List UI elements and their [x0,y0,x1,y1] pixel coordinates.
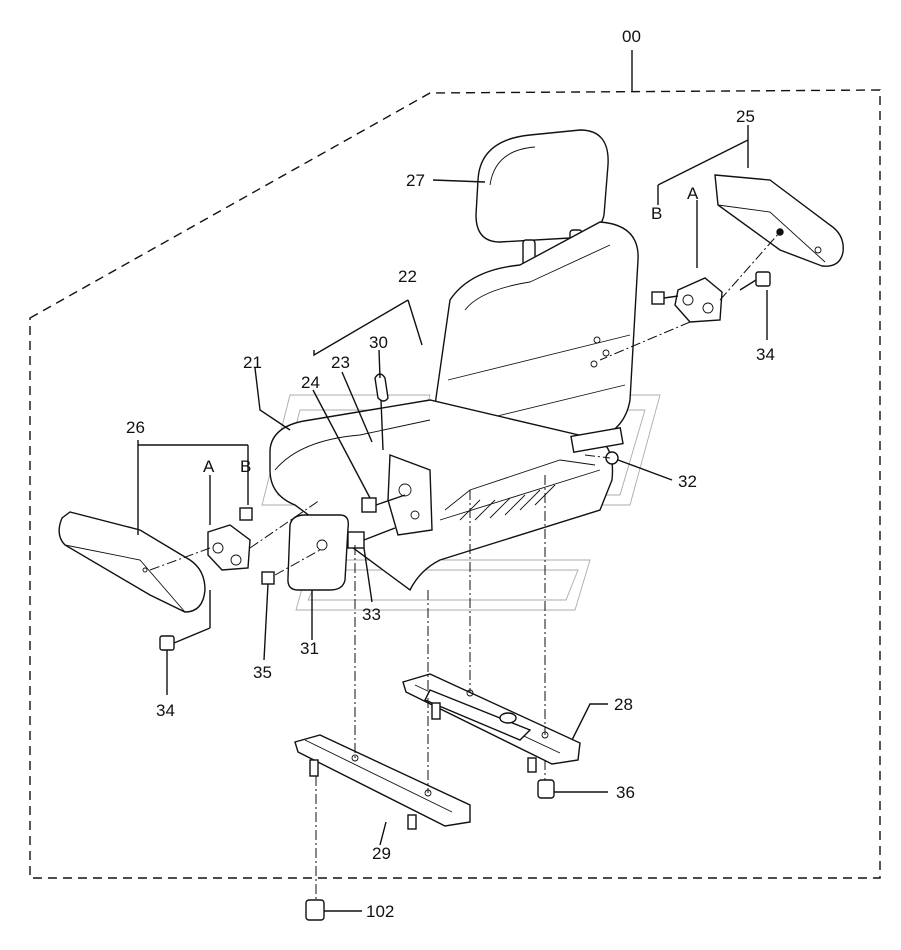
right-armrest [714,174,844,267]
backrest [429,221,639,471]
left-slide-rail [294,734,471,830]
label-30: 30 [369,333,388,352]
label-25: 25 [736,107,755,126]
label-b-right: B [651,204,662,223]
leader-lines [137,125,768,846]
right-armrest-bracket [651,271,771,323]
label-24: 24 [301,373,320,392]
label-27: 27 [406,171,425,190]
label-34-left: 34 [156,701,175,720]
label-assembly: 00 [622,27,641,46]
nut-36 [537,779,608,799]
right-slide-rail [402,673,581,773]
labels: 00 27 25 A B 34 22 30 23 24 21 26 A B 32… [126,27,775,921]
bolt-33 [347,527,396,549]
bolt-24 [361,494,406,513]
label-32: 32 [678,472,697,491]
assembly-boundary [29,89,881,879]
label-23: 23 [331,353,350,372]
label-31: 31 [300,639,319,658]
label-21: 21 [243,353,262,372]
label-33: 33 [362,605,381,624]
left-armrest-bracket [159,507,275,651]
label-35: 35 [253,663,272,682]
label-22: 22 [398,267,417,286]
left-armrest [58,511,206,613]
label-b-left: B [240,457,251,476]
recline-lever [374,373,433,536]
assembly-lines [149,231,781,900]
side-cover [287,514,350,591]
washer-32 [605,451,673,481]
label-102: 102 [366,902,394,921]
label-a-right: A [687,184,699,203]
label-34-right: 34 [756,345,775,364]
nut-102 [305,899,362,921]
label-a-left: A [203,457,215,476]
label-29: 29 [372,844,391,863]
label-26: 26 [126,418,145,437]
label-36: 36 [616,783,635,802]
label-28: 28 [614,695,633,714]
